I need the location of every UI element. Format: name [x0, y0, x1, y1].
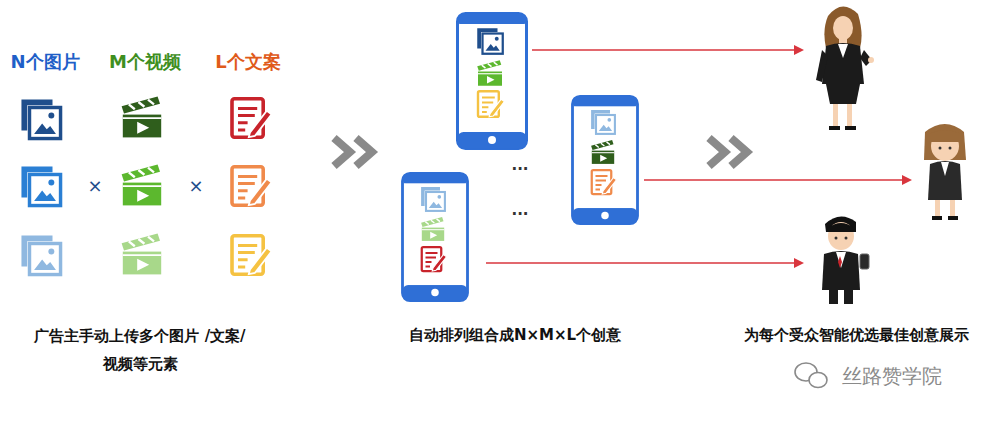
multiply-sign: × — [87, 169, 102, 203]
ellipsis-box: ... — [511, 151, 528, 180]
video-icon — [122, 234, 162, 275]
multiply-sign-box: × — [87, 169, 102, 203]
column-heading-box: L个文案 — [215, 45, 280, 79]
image-icon — [21, 235, 60, 274]
column-heading: M个视频 — [109, 45, 181, 79]
step-caption-box: 为每个受众智能优选最佳创意展示 — [744, 321, 969, 350]
document-icon — [232, 167, 272, 205]
step-caption-box: 自动排列组合成N×M×L个创意 — [409, 321, 621, 350]
step-caption: 为每个受众智能优选最佳创意展示 — [744, 321, 969, 350]
video-icon — [122, 165, 162, 206]
ellipsis: ... — [511, 151, 528, 180]
wechat-icon — [795, 363, 827, 388]
girl-figure — [924, 124, 966, 220]
watermark-box: 丝路赞学院 — [842, 357, 942, 395]
step-caption-box: 广告主手动上传多个图片 /文案/视频等元素 — [25, 322, 255, 379]
column-heading-box: M个视频 — [109, 45, 181, 79]
watermark: 丝路赞学院 — [842, 357, 942, 395]
column-heading-box: N个图片 — [10, 45, 79, 79]
ellipsis: ... — [511, 196, 528, 225]
woman-figure — [816, 6, 874, 130]
column-heading: N个图片 — [10, 45, 79, 79]
step-caption: 广告主手动上传多个图片 /文案/视频等元素 — [25, 322, 255, 379]
multiply-sign: × — [188, 169, 203, 203]
phone-2 — [573, 96, 638, 223]
phone-1 — [458, 14, 527, 149]
video-icon — [122, 97, 162, 138]
double-chevron — [709, 138, 747, 166]
column-heading: L个文案 — [215, 45, 280, 79]
step-caption: 自动排列组合成N×M×L个创意 — [409, 321, 621, 350]
man-figure — [822, 216, 869, 304]
multiply-sign-box: × — [188, 169, 203, 203]
image-icon — [21, 166, 60, 205]
ellipsis-box: ... — [511, 196, 528, 225]
phone-3 — [403, 173, 468, 300]
document-icon — [232, 99, 272, 137]
image-icon — [21, 99, 60, 138]
double-chevron — [334, 138, 372, 166]
document-icon — [232, 236, 272, 274]
